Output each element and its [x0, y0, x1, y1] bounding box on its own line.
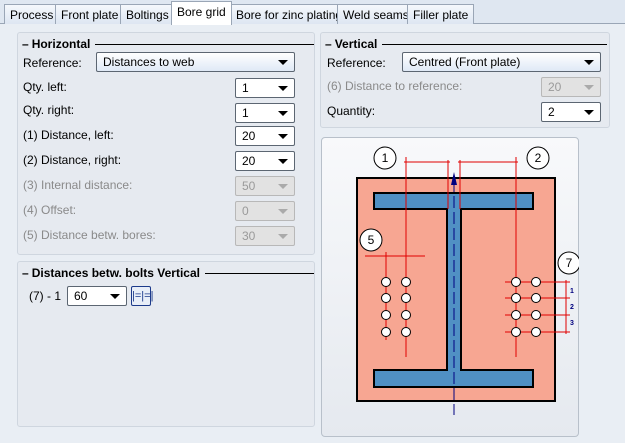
- h-reference-label: Reference:: [23, 56, 82, 70]
- v-reference-select[interactable]: Centred (Front plate): [402, 52, 601, 72]
- distance-to-reference-select: 20: [541, 77, 601, 97]
- row-marker-3: 3: [570, 320, 574, 327]
- qty-left-label: Qty. left:: [23, 80, 67, 94]
- distance-betw-bores-label: (5) Distance betw. bores:: [23, 228, 156, 242]
- row-marker-2: 2: [570, 304, 574, 311]
- vertical-title: – Vertical: [325, 37, 607, 51]
- internal-distance-select: 50: [235, 176, 295, 196]
- marker-2: 2: [535, 151, 542, 165]
- offset-select: 0: [235, 201, 295, 221]
- vertical-bolts-distance-select[interactable]: 60: [67, 286, 127, 306]
- vertical-bolts-group: – Distances betw. bolts Vertical: [17, 261, 315, 427]
- equal-distance-icon: |=|=|: [132, 290, 154, 302]
- distance-betw-bores-select: 30: [235, 226, 295, 246]
- tab-bore-zinc-plating[interactable]: Bore for zinc plating: [230, 4, 349, 24]
- vertical-bolts-row-label: (7) - 1: [29, 289, 62, 303]
- row-marker-1: 1: [570, 288, 574, 295]
- tab-bar: Process Front plate Boltings Bore grid B…: [0, 0, 625, 25]
- reference-arrow-icon: [451, 172, 457, 185]
- distance-right-select[interactable]: 20: [235, 151, 295, 171]
- tab-bore-grid[interactable]: Bore grid: [171, 1, 232, 25]
- h-reference-select[interactable]: Distances to web: [96, 52, 295, 72]
- marker-7: 7: [566, 256, 573, 270]
- qty-right-select[interactable]: 1: [235, 103, 295, 123]
- equal-distance-button[interactable]: |=|=|: [131, 286, 154, 306]
- distance-to-reference-label: (6) Distance to reference:: [327, 79, 463, 93]
- vertical-bolts-title: – Distances betw. bolts Vertical: [22, 266, 314, 280]
- bolt-holes: [381, 277, 541, 337]
- tab-front-plate[interactable]: Front plate: [55, 4, 125, 24]
- marker-5: 5: [368, 233, 375, 247]
- tab-weld-seams[interactable]: Weld seams: [337, 4, 415, 24]
- i-beam-profile: [373, 192, 534, 388]
- qty-left-select[interactable]: 1: [235, 78, 295, 98]
- internal-distance-label: (3) Internal distance:: [23, 178, 133, 192]
- offset-label: (4) Offset:: [23, 203, 77, 217]
- bore-grid-preview: 1 2 5 7 1 2 3: [321, 137, 579, 437]
- quantity-label: Quantity:: [327, 104, 376, 118]
- tab-filler-plate[interactable]: Filler plate: [407, 4, 475, 24]
- v-reference-label: Reference:: [327, 56, 386, 70]
- qty-right-label: Qty. right:: [23, 103, 75, 117]
- distance-right-label: (2) Distance, right:: [23, 153, 122, 167]
- distance-left-select[interactable]: 20: [235, 126, 295, 146]
- quantity-select[interactable]: 2: [541, 102, 601, 122]
- tab-process[interactable]: Process: [4, 4, 60, 24]
- tab-boltings[interactable]: Boltings: [120, 4, 175, 24]
- bore-grid-diagram: 1 2 5 7 1 2 3: [356, 146, 579, 415]
- distance-left-label: (1) Distance, left:: [23, 128, 114, 142]
- marker-1: 1: [382, 151, 389, 165]
- horizontal-title: – Horizontal: [22, 37, 314, 51]
